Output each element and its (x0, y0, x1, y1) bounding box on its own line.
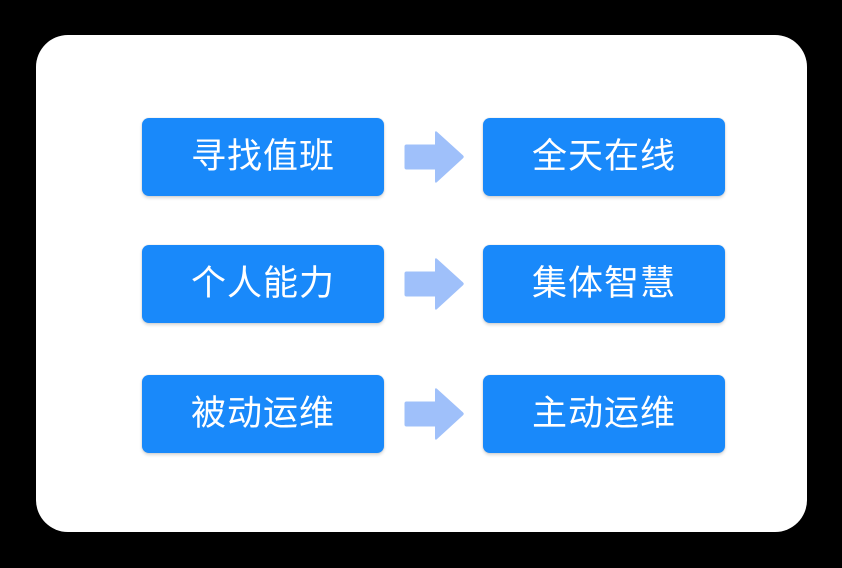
chip-to-0-label: 全天在线 (531, 136, 676, 177)
chip-to-1[interactable]: 集体智慧 (483, 245, 725, 323)
transformation-row: 被动运维 主动运维 (142, 375, 725, 453)
right-arrow-icon (384, 245, 483, 323)
chip-from-1-label: 个人能力 (190, 263, 335, 304)
chip-from-2[interactable]: 被动运维 (142, 375, 384, 453)
chip-from-0-label: 寻找值班 (190, 136, 335, 177)
transformation-rows: 寻找值班 全天在线 个人能力 (36, 35, 807, 532)
chip-from-2-label: 被动运维 (190, 393, 335, 434)
diagram-card: 寻找值班 全天在线 个人能力 (36, 35, 807, 532)
right-arrow-icon (384, 118, 483, 196)
right-arrow-icon (384, 375, 483, 453)
chip-from-1[interactable]: 个人能力 (142, 245, 384, 323)
chip-to-0[interactable]: 全天在线 (483, 118, 725, 196)
chip-to-2[interactable]: 主动运维 (483, 375, 725, 453)
transformation-row: 个人能力 集体智慧 (142, 245, 725, 323)
chip-to-1-label: 集体智慧 (531, 263, 676, 304)
chip-from-0[interactable]: 寻找值班 (142, 118, 384, 196)
transformation-row: 寻找值班 全天在线 (142, 118, 725, 196)
chip-to-2-label: 主动运维 (531, 393, 676, 434)
